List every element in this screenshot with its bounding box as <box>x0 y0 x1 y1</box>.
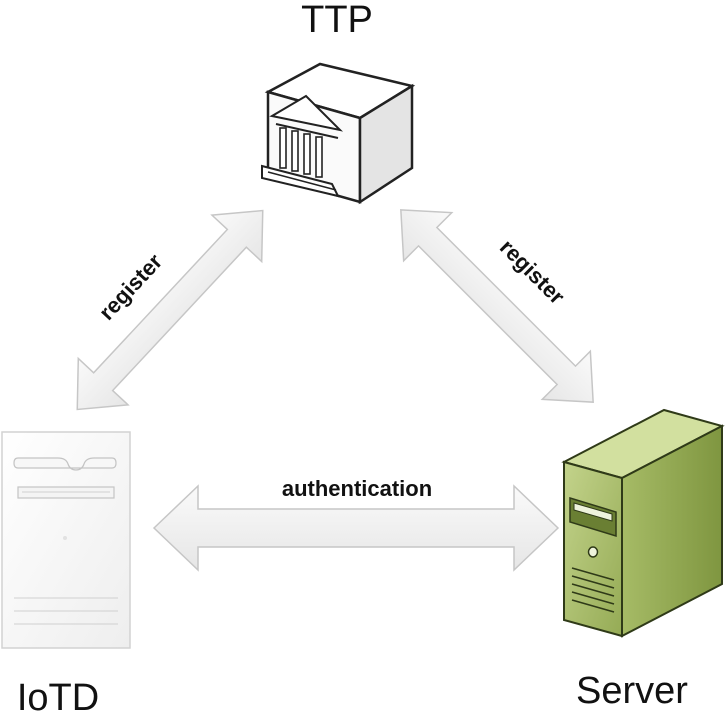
server-node[interactable]: Server <box>561 408 725 712</box>
ttp-label: TTP <box>301 0 373 41</box>
edge-label-authentication: authentication <box>282 476 432 501</box>
iotd-node[interactable]: IoTD <box>1 431 131 714</box>
ttp-node[interactable]: TTP <box>261 0 416 205</box>
iot-device-panel-icon <box>1 431 131 649</box>
bank-building-icon <box>261 62 416 205</box>
server-tower-icon <box>561 408 725 638</box>
arrow-server-ttp <box>400 209 594 403</box>
server-label: Server <box>576 670 688 712</box>
arrow-iotd-server <box>152 484 560 572</box>
arrow-iotd-ttp <box>76 209 264 411</box>
iotd-label: IoTD <box>17 677 99 714</box>
